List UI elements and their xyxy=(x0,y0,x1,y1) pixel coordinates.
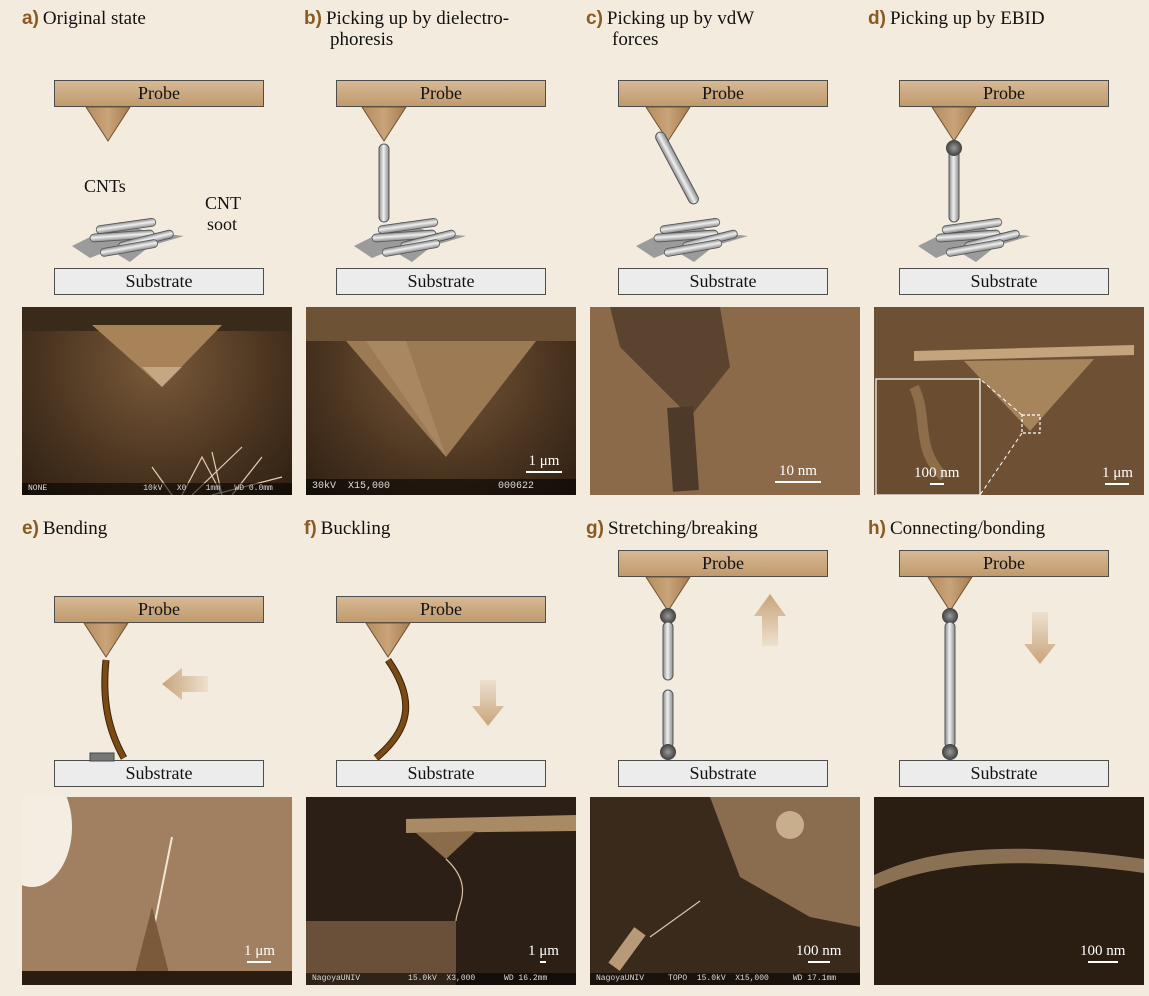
panel-d-ebid-deposit xyxy=(946,140,962,156)
panel-f-sem-image: 1 μm NagoyaUNIV 15.0kV X3,000 WD 16.2mm xyxy=(306,797,576,985)
panel-h-substrate: Substrate xyxy=(899,760,1109,787)
panel-f-buckled-cnt xyxy=(376,660,406,758)
panel-a-title: a)Original state xyxy=(22,8,146,29)
panel-g-cnt-lower xyxy=(663,690,673,748)
panel-g-cnt-upper xyxy=(663,622,673,680)
panel-c-substrate: Substrate xyxy=(618,268,828,295)
panel-e-probe-tip xyxy=(84,623,128,657)
panel-b-title-line2: phoresis xyxy=(330,29,509,50)
panel-a-soot-label-1: CNT xyxy=(205,193,241,213)
panel-h-scale-bar: 100 nm xyxy=(1080,943,1125,963)
panel-b-sem-footer: 30kV X15,000 000622 xyxy=(306,479,576,495)
panel-f-scale-label: 1 μm xyxy=(528,943,559,960)
panel-f-probe-tip xyxy=(366,623,410,657)
panel-b-letter: b) xyxy=(304,8,322,29)
panel-h-sem-image: 100 nm xyxy=(874,797,1144,985)
panel-c-scale-bar: 10 nm xyxy=(775,463,821,483)
panel-h-probe: Probe xyxy=(899,550,1109,577)
panel-b-scale-label: 1 μm xyxy=(526,453,562,470)
panel-a-probe-tip xyxy=(86,107,130,141)
panel-c-title: c)Picking up by vdW forces xyxy=(586,8,754,50)
panel-e-scale-bar: 1 μm xyxy=(244,943,275,963)
panel-c-title-line2: forces xyxy=(612,29,754,50)
panel-h-down-arrow xyxy=(1024,612,1056,664)
panel-h-title: h)Connecting/bonding xyxy=(868,518,1045,539)
panel-a-sem-image: NONE 10kV X0 1mm WD 0.0mm xyxy=(22,307,292,495)
panel-d-scale-bar: 1 μm xyxy=(1102,465,1133,485)
panel-d-probe-tip xyxy=(932,107,976,141)
panel-b-title: b)Picking up by dielectro- phoresis xyxy=(304,8,509,50)
panel-b-substrate: Substrate xyxy=(336,268,546,295)
panel-g-probe-tip xyxy=(646,577,690,611)
panel-c-scale-label: 10 nm xyxy=(775,463,821,480)
panel-b-probe: Probe xyxy=(336,80,546,107)
panel-g-up-arrow xyxy=(754,594,786,646)
panel-b-cnt-soot xyxy=(354,218,466,262)
panel-c-probe-tip xyxy=(646,107,690,141)
panel-e-substrate: Substrate xyxy=(54,760,264,787)
panel-e-probe: Probe xyxy=(54,596,264,623)
panel-d-title: d)Picking up by EBID xyxy=(868,8,1045,29)
panel-e-title-text: Bending xyxy=(43,518,107,539)
panel-e-bent-cnt xyxy=(105,660,124,758)
panel-a-soot-label-2: soot xyxy=(207,214,237,234)
panel-f-letter: f) xyxy=(304,518,317,539)
panel-c-sem-image: 10 nm xyxy=(590,307,860,495)
panel-b-probe-tip xyxy=(362,107,406,141)
panel-f-scale-bar: 1 μm xyxy=(528,943,559,963)
panel-a-cnt-soot xyxy=(72,218,184,262)
panel-a-letter: a) xyxy=(22,8,39,29)
panel-h-probe-tip xyxy=(928,577,972,611)
panel-b-cnt xyxy=(379,144,389,222)
panel-a-probe: Probe xyxy=(54,80,264,107)
panel-f-sem-footer: NagoyaUNIV 15.0kV X3,000 WD 16.2mm xyxy=(306,973,576,985)
panel-a-sem-footer: NONE 10kV X0 1mm WD 0.0mm xyxy=(22,483,292,495)
panel-a-substrate: Substrate xyxy=(54,268,264,295)
panel-g-scale-label: 100 nm xyxy=(796,943,841,960)
panel-c-probe: Probe xyxy=(618,80,828,107)
panel-d-letter: d) xyxy=(868,8,886,29)
panel-e-title: e)Bending xyxy=(22,518,107,539)
panel-b-title-text: Picking up by dielectro- xyxy=(326,8,509,29)
panel-f-title: f)Buckling xyxy=(304,518,390,539)
panel-e-letter: e) xyxy=(22,518,39,539)
panel-c-cnt xyxy=(654,130,700,205)
panel-d-scale-label: 1 μm xyxy=(1102,465,1133,482)
panel-b-scale-bar: 1 μm xyxy=(526,453,562,473)
panel-h-letter: h) xyxy=(868,518,886,539)
panel-g-probe: Probe xyxy=(618,550,828,577)
panel-f-title-text: Buckling xyxy=(321,518,391,539)
panel-g-title-text: Stretching/breaking xyxy=(608,518,758,539)
panel-a-cnts-label: CNTs xyxy=(84,176,126,196)
panel-a-title-text: Original state xyxy=(43,8,146,29)
panel-f-down-arrow xyxy=(472,680,504,726)
panel-g-scale-bar: 100 nm xyxy=(796,943,841,963)
panel-c-cnt-soot xyxy=(636,218,748,262)
panel-h-scale-label: 100 nm xyxy=(1080,943,1125,960)
panel-d-substrate: Substrate xyxy=(899,268,1109,295)
panel-h-cnt xyxy=(945,622,955,748)
panel-d-probe: Probe xyxy=(899,80,1109,107)
panel-b-sem-image: 1 μm 30kV X15,000 000622 xyxy=(306,307,576,495)
panel-g-sem-image: 100 nm NagoyaUNIV TOPO 15.0kV X15,000 WD… xyxy=(590,797,860,985)
panel-d-cnt-soot xyxy=(918,218,1030,262)
panel-d-title-text: Picking up by EBID xyxy=(890,8,1045,29)
panel-e-sem-image: 1 μm xyxy=(22,797,292,985)
panel-g-letter: g) xyxy=(586,518,604,539)
panel-d-inset-scale-label: 100 nm xyxy=(914,465,959,482)
panel-e-left-arrow xyxy=(162,668,208,700)
panel-h-title-text: Connecting/bonding xyxy=(890,518,1045,539)
panel-g-title: g)Stretching/breaking xyxy=(586,518,758,539)
panel-d-inset-scale-bar: 100 nm xyxy=(914,465,959,485)
panel-c-letter: c) xyxy=(586,8,603,29)
panel-f-substrate: Substrate xyxy=(336,760,546,787)
panel-d-sem-image: 100 nm 1 μm xyxy=(874,307,1144,495)
panel-e-scale-label: 1 μm xyxy=(244,943,275,960)
panel-g-sem-footer: NagoyaUNIV TOPO 15.0kV X15,000 WD 17.1mm xyxy=(590,973,860,985)
panel-g-substrate: Substrate xyxy=(618,760,828,787)
panel-f-probe: Probe xyxy=(336,596,546,623)
panel-c-title-text: Picking up by vdW xyxy=(607,8,754,29)
panel-d-cnt xyxy=(949,150,959,222)
